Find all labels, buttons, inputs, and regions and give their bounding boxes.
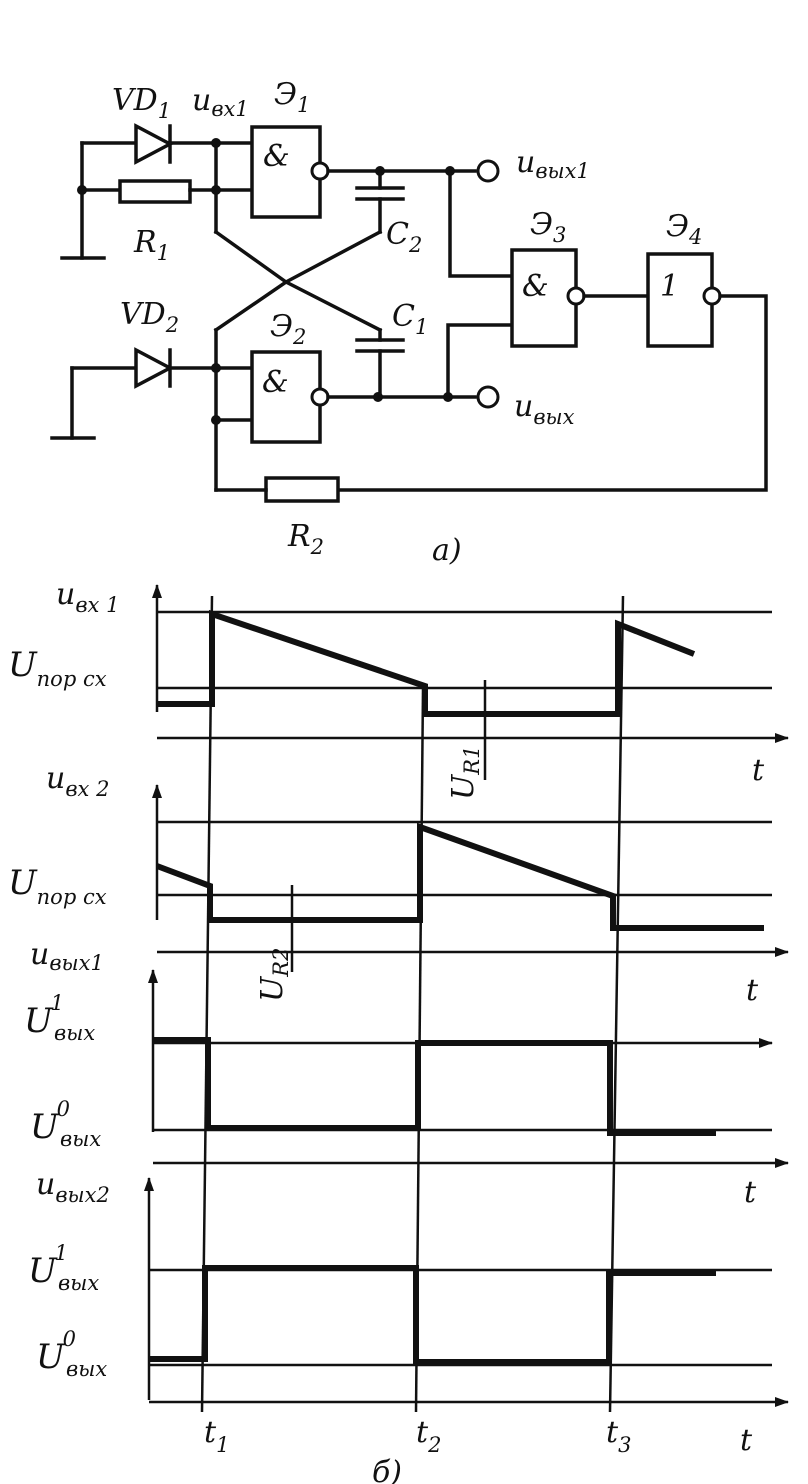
- label-e1: Э1: [274, 77, 310, 117]
- caption-a: а): [432, 533, 462, 568]
- label-threshold-1: Uпор сх: [8, 645, 107, 691]
- feedback-wire: [336, 294, 768, 492]
- label-e2: Э2: [270, 309, 306, 349]
- label-r1: R1: [133, 225, 170, 265]
- terminal-out1: [476, 159, 500, 183]
- waveform-u-in1: [157, 609, 696, 717]
- timing-diagram: UR1 UR2 uвх 1 uвх 2 uвых1 uвых2 Uпор сх …: [8, 577, 789, 1484]
- label-vd1: VD1: [112, 83, 171, 123]
- caption-b: б): [372, 1455, 402, 1484]
- diode-vd2: [134, 347, 174, 389]
- label-c2: C2: [386, 217, 422, 257]
- waveform-u-out2: [149, 1265, 716, 1365]
- label-ur1: UR1: [446, 746, 484, 800]
- gate-e4: [646, 252, 714, 348]
- gate-e2: [250, 350, 322, 444]
- label-c1: C1: [392, 299, 428, 339]
- gate-e1-inverter: [310, 161, 330, 181]
- gate-e1: [250, 125, 322, 219]
- gate-e3: [510, 248, 578, 348]
- label-threshold-2: Uпор сх: [8, 863, 107, 909]
- label-t3: t3: [606, 1415, 631, 1457]
- cross-wire-b: [213, 279, 383, 333]
- label-t-axis-1: t: [752, 753, 765, 788]
- label-t1: t1: [204, 1415, 229, 1457]
- label-t2: t2: [416, 1415, 441, 1457]
- junction-dot: [211, 138, 221, 148]
- label-t-axis-3: t: [744, 1175, 757, 1210]
- label-ur2: UR2: [255, 948, 293, 1002]
- gate-e3-symbol: &: [522, 269, 549, 304]
- wire: [448, 169, 514, 278]
- gate-e1-symbol: &: [263, 139, 290, 174]
- label-e3: Э3: [530, 207, 566, 247]
- diode-vd1: [134, 123, 174, 165]
- junction-dot: [211, 185, 221, 195]
- gate-e2-inverter: [310, 387, 330, 407]
- junction-dot: [211, 363, 221, 373]
- label-u-out: uвых: [514, 389, 575, 429]
- label-axis-u-out2: uвых2: [36, 1167, 110, 1207]
- cross-wire-a: [213, 229, 383, 285]
- waveform-u-in2: [155, 822, 764, 931]
- label-vd2: VD2: [120, 297, 179, 337]
- label-u-out1: uвых1: [516, 145, 590, 183]
- gate-e3-inverter: [566, 286, 586, 306]
- gate-e4-inverter: [702, 286, 722, 306]
- circuit-diagram: & &: [50, 77, 768, 568]
- terminal-out: [476, 385, 500, 409]
- label-e4: Э4: [666, 209, 702, 249]
- junction-dot: [77, 185, 87, 195]
- waveform-u-out1: [153, 1037, 716, 1136]
- label-r2: R2: [287, 519, 324, 559]
- label-axis-u-out1: uвых1: [30, 937, 104, 975]
- junction-dot: [211, 415, 221, 425]
- wire: [446, 323, 514, 399]
- gate-e2-symbol: &: [262, 365, 289, 400]
- resistor-r1: [118, 179, 192, 204]
- gate-e4-symbol: 1: [660, 269, 679, 304]
- label-t-axis-2: t: [746, 973, 759, 1008]
- label-t-axis-4: t: [740, 1423, 753, 1458]
- label-u-in1: uвх1: [192, 83, 249, 121]
- label-axis-u-in2: uвх 2: [46, 761, 109, 801]
- label-axis-u-in1: uвх 1: [56, 577, 119, 617]
- resistor-r2: [264, 476, 340, 503]
